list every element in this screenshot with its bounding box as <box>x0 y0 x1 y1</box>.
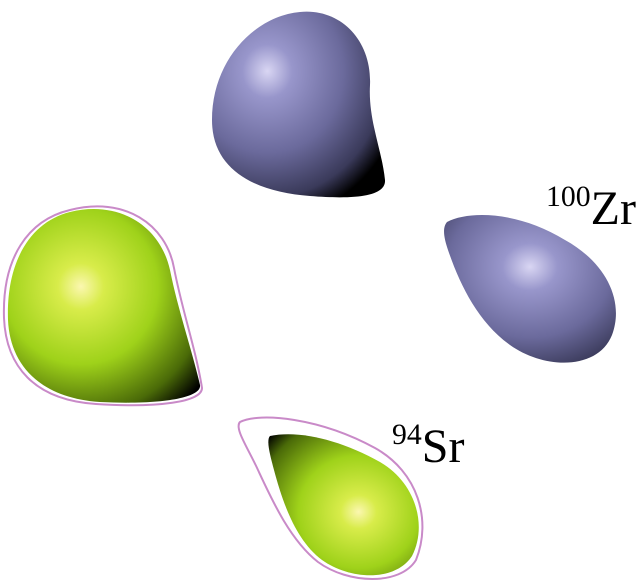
zr-symbol: Zr <box>590 182 636 235</box>
zr-nucleus-top <box>212 11 386 198</box>
zr-label: 100Zr <box>546 181 636 235</box>
sr-left-outline <box>2 205 204 407</box>
zr-nucleus-right <box>444 215 616 363</box>
sr-nucleus-bottom <box>268 434 419 576</box>
sr-nucleus-left <box>7 209 201 403</box>
sr-symbol: Sr <box>421 420 465 473</box>
zr-mass-number: 100 <box>546 179 591 213</box>
sr-mass-number: 94 <box>392 417 422 451</box>
sr-label: 94Sr <box>392 419 465 473</box>
sr-bottom-outline <box>237 416 424 580</box>
